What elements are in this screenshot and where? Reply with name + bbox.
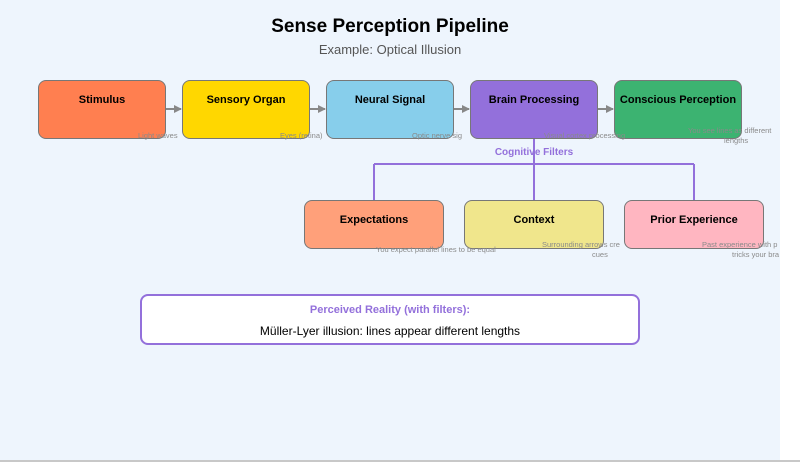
filter-context: Context <box>464 200 604 249</box>
cognitive-filters-label: Cognitive Filters <box>494 147 574 158</box>
perceived-reality-heading: Perceived Reality (with filters): <box>309 304 471 316</box>
filter-context-label: Context <box>513 214 555 226</box>
filter-expectations-note: You expect parallel lines to be equal <box>376 245 496 254</box>
stage-stimulus-label: Stimulus <box>78 94 126 106</box>
perceived-reality-box: Perceived Reality (with filters): Müller… <box>140 294 640 345</box>
filter-context-note-line2: cues <box>592 250 608 259</box>
filter-expectations-label: Expectations <box>339 214 409 226</box>
filter-context-note: Surrounding arrows cre <box>542 240 620 249</box>
stage-sensory-organ: Sensory Organ <box>182 80 310 139</box>
stage-neural-signal: Neural Signal <box>326 80 454 139</box>
filter-prior-experience: Prior Experience <box>624 200 764 249</box>
stage-stimulus: Stimulus <box>38 80 166 139</box>
stage-conscious-perception-label: Conscious Perception <box>619 94 737 106</box>
diagram-title: Sense Perception Pipeline <box>271 16 509 37</box>
stage-conscious-perception: Conscious Perception <box>614 80 742 139</box>
stage-sensory-organ-label: Sensory Organ <box>206 94 286 106</box>
filter-prior-experience-note-line2: tricks your bra <box>732 250 780 259</box>
stage-sensory-organ-note: Eyes (retina) <box>280 131 323 140</box>
filter-expectations: Expectations <box>304 200 444 249</box>
filter-prior-experience-label: Prior Experience <box>650 214 738 226</box>
stage-neural-signal-label: Neural Signal <box>354 94 426 106</box>
stage-conscious-perception-note: You see lines as different <box>688 126 772 135</box>
connector-lines <box>166 105 695 200</box>
filter-prior-experience-note: Past experience with p <box>702 240 778 249</box>
perceived-reality-text: Müller-Lyer illusion: lines appear diffe… <box>259 324 521 338</box>
stage-neural-signal-note: Optic nerve sig <box>412 131 463 140</box>
diagram-canvas: Sense Perception Pipeline Example: Optic… <box>0 0 780 460</box>
stage-brain-processing-label: Brain Processing <box>488 94 580 106</box>
stage-stimulus-note: Light waves <box>138 131 178 140</box>
bottom-divider <box>0 460 800 462</box>
stage-brain-processing: Brain Processing <box>470 80 598 139</box>
stage-conscious-perception-note-line2: lengths <box>724 136 749 145</box>
stage-brain-processing-note: Visual cortex processing <box>544 131 626 140</box>
diagram-subtitle: Example: Optical Illusion <box>318 42 462 57</box>
